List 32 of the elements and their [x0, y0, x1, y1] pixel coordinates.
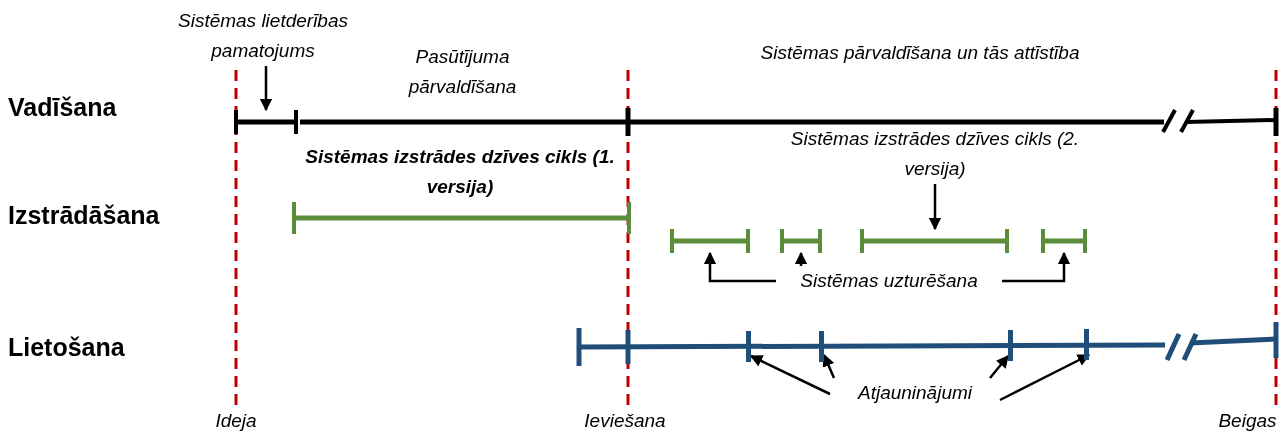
annotation-text: Sistēmas izstrādes dzīves cikls (2. versija)	[785, 124, 1085, 184]
annotation-text: Sistēmas lietderības pamatojums	[148, 6, 378, 66]
arrow	[1002, 251, 1071, 283]
lane-label: Lietošana	[8, 332, 126, 362]
arrow	[999, 353, 1091, 402]
annotation-text: Sistēmas izstrādes dzīves cikls (1. versija)	[304, 145, 616, 199]
arrow	[259, 66, 273, 112]
timeline-segment	[670, 229, 750, 253]
annotation-text: Pasūtījuma pārvaldīšana	[407, 45, 518, 99]
annotation-text: Ieviešana	[583, 409, 667, 433]
timeline-segment	[860, 229, 1009, 253]
annotation-text: Atjauninājumi	[830, 378, 1000, 408]
arrow	[989, 355, 1009, 379]
timeline-segment	[292, 202, 631, 234]
lane-label: Izstrādāšana	[8, 200, 161, 230]
arrow	[928, 184, 942, 231]
annotation-text: Beigas	[1217, 409, 1278, 433]
annotation-text: Sistēmas pārvaldīšana un tās attīstība	[760, 41, 1080, 65]
annotation-text: Sistēmas uzturēšana	[776, 266, 1002, 296]
lane-label: Vadīšana	[8, 92, 118, 122]
tick-mark	[819, 331, 824, 362]
tick-mark	[1008, 330, 1013, 361]
tick-mark	[746, 331, 751, 362]
timeline-segment	[780, 229, 822, 253]
timeline-segment	[1041, 229, 1087, 253]
arrow	[749, 354, 831, 396]
arrow	[703, 251, 776, 283]
timeline-segment	[234, 110, 298, 134]
arrow	[794, 251, 808, 266]
annotation-text: Ideja	[214, 409, 258, 433]
arrow	[822, 353, 836, 379]
tick-mark	[1084, 329, 1089, 360]
